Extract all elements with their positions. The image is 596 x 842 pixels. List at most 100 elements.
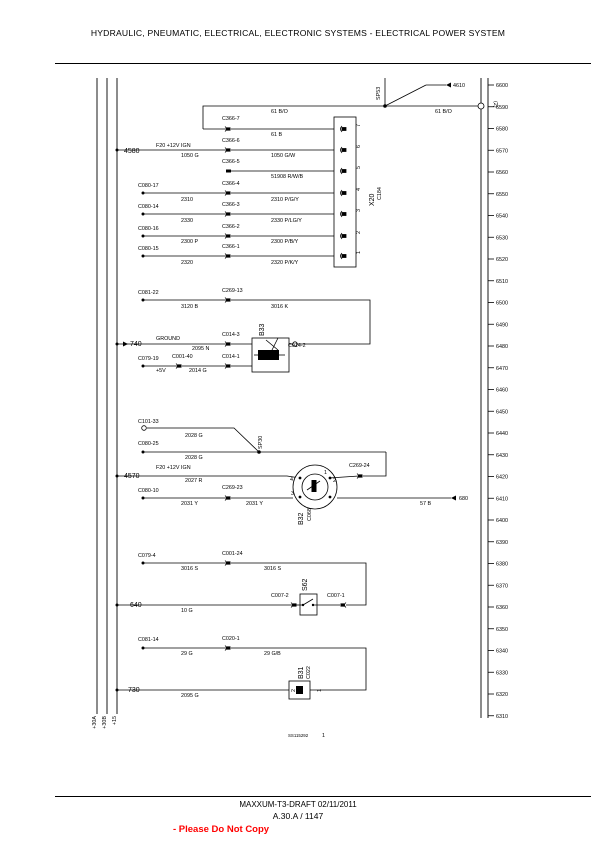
connector-c007-1: C007-1: [327, 593, 345, 599]
ref-730: 730: [128, 687, 140, 694]
rail-label-15: +15: [112, 716, 118, 725]
scale-tick-label: 6450: [496, 409, 508, 415]
rail-label-30a: +30A: [92, 716, 98, 729]
b31-pin-2: 2: [291, 689, 297, 692]
connector-c366-3: C366-3: [222, 202, 240, 208]
wire-61-bo-right: 61 B/O: [435, 109, 452, 115]
scale-tick-label: 6340: [496, 649, 508, 655]
wires: [117, 78, 481, 691]
scale-tick-label: 6400: [496, 518, 508, 524]
connector-c080-17: C080-17: [138, 183, 159, 189]
junctions: [115, 104, 387, 692]
scale-tick-label: 6350: [496, 627, 508, 633]
connector-c080-15: C080-15: [138, 246, 159, 252]
b33-sensor: [251, 337, 298, 373]
scale-tick-label: 6570: [496, 148, 508, 154]
ground-label: GROUND: [156, 336, 180, 342]
copy-notice: - Please Do Not Copy: [173, 824, 270, 835]
sensor-b31-label: B31: [298, 666, 305, 679]
footer-rule: [55, 796, 591, 797]
connector-c366-1: C366-1: [222, 244, 240, 250]
wire-29-g: 29 G: [181, 651, 193, 657]
scale-tick-label: 6580: [496, 127, 508, 133]
scale-tick-label: 6420: [496, 475, 508, 481]
connector-c101-33-terminal: [141, 425, 147, 431]
wire-2300-p: 2300 P: [181, 239, 198, 245]
wire-3016-s-2: 3016 S: [264, 566, 281, 572]
ref-4580: 4580: [124, 148, 140, 155]
wire-2310: 2310: [181, 197, 193, 203]
wire-61-bo-left: 61 B/O: [271, 109, 288, 115]
switch-s62-label: S62: [302, 578, 309, 591]
wire-2028-g-2: 2028 G: [185, 455, 203, 461]
connector-c079-19: C079-19: [138, 356, 159, 362]
scale-tick-label: 6430: [496, 453, 508, 459]
scale-tick-label: 6370: [496, 583, 508, 589]
rail-label-30b: +30B: [102, 716, 108, 729]
page-title: HYDRAULIC, PNEUMATIC, ELECTRICAL, ELECTR…: [90, 28, 506, 38]
wire-2330: 2330: [181, 218, 193, 224]
connector-c020-1: C020-1: [222, 636, 240, 642]
connector-c014-1: C014-1: [222, 354, 240, 360]
scale-tick-label: 6550: [496, 192, 508, 198]
ref-4570: 4570: [124, 473, 140, 480]
connector-plugs: [175, 126, 363, 651]
arrow-4610: [446, 82, 451, 88]
wire-2320: 2320: [181, 260, 193, 266]
scale-tick-label: 6310: [496, 714, 508, 720]
ground-arrow: [123, 341, 128, 347]
connector-c366-4: C366-4: [222, 181, 240, 187]
connector-c184-label: C184: [377, 187, 383, 200]
wire-1050-gw: 1050 G/W: [271, 153, 296, 159]
svg-text:1: 1: [356, 251, 362, 254]
scale-tick-label: 6500: [496, 301, 508, 307]
scale-tick-label: 6560: [496, 170, 508, 176]
connector-c080-25: C080-25: [138, 441, 159, 447]
connector-c068: C068: [307, 508, 313, 521]
sensor-b33-label: B33: [259, 323, 266, 336]
svg-text:7: 7: [356, 124, 362, 127]
svg-text:4: 4: [356, 188, 362, 191]
connector-c081-14: C081-14: [138, 637, 159, 643]
connector-c101-33: C101-33: [138, 419, 159, 425]
connector-c080-16: C080-16: [138, 226, 159, 232]
wire-3016-s-1: 3016 S: [181, 566, 198, 572]
ref-740: 740: [130, 341, 142, 348]
sheet-ref-marker: [477, 102, 485, 110]
label-plus5v: +5V: [156, 368, 166, 374]
wire-61-b: 61 B: [271, 132, 282, 138]
connector-c001-24: C001-24: [222, 551, 243, 557]
wire-29-gb: 29 G/B: [264, 651, 281, 657]
wire-2300-pby: 2300 P/B/Y: [271, 239, 299, 245]
scale-tick-label: 6380: [496, 562, 508, 568]
drawing-id: SS115292: [288, 733, 309, 738]
connector-c366-6: C366-6: [222, 138, 240, 144]
connector-c079-4: C079-4: [138, 553, 156, 559]
wire-2320-pky: 2320 P/K/Y: [271, 260, 299, 266]
connector-c269-23: C269-23: [222, 485, 243, 491]
connector-c366-7: C366-7: [222, 116, 240, 122]
connector-c014-3: C014-3: [222, 332, 240, 338]
scale-tick-label: 6510: [496, 279, 508, 285]
wire-2095-g: 2095 G: [181, 693, 199, 699]
svg-text:2: 2: [356, 231, 362, 234]
arrow-680: [451, 495, 456, 501]
b31-pin-1: 1: [317, 689, 323, 692]
fuse-f20-a: F20 +12V IGN: [156, 143, 191, 149]
x20-connector: [333, 116, 357, 268]
wire-3016-k: 3016 K: [271, 304, 288, 310]
scale-tick-label: 6410: [496, 496, 508, 502]
scale-tick-label: 6530: [496, 235, 508, 241]
scale-tick-label: 6440: [496, 431, 508, 437]
svg-text:5: 5: [356, 166, 362, 169]
wire-2028-g-1: 2028 G: [185, 433, 203, 439]
connector-c014-2: C014-2: [288, 343, 306, 349]
wire-2310-pgy: 2310 P/G/Y: [271, 197, 299, 203]
b32-sensor: [292, 464, 360, 510]
b32-pin-4: 4: [290, 477, 293, 483]
wire-2330-plgy: 2330 P/LG/Y: [271, 218, 302, 224]
scale-tick-label: 6490: [496, 322, 508, 328]
reference-scale: 6600659065806570656065506540653065206510…: [488, 83, 508, 720]
splice-sp30: SP30: [258, 436, 264, 449]
connector-c269-13: C269-13: [222, 288, 243, 294]
